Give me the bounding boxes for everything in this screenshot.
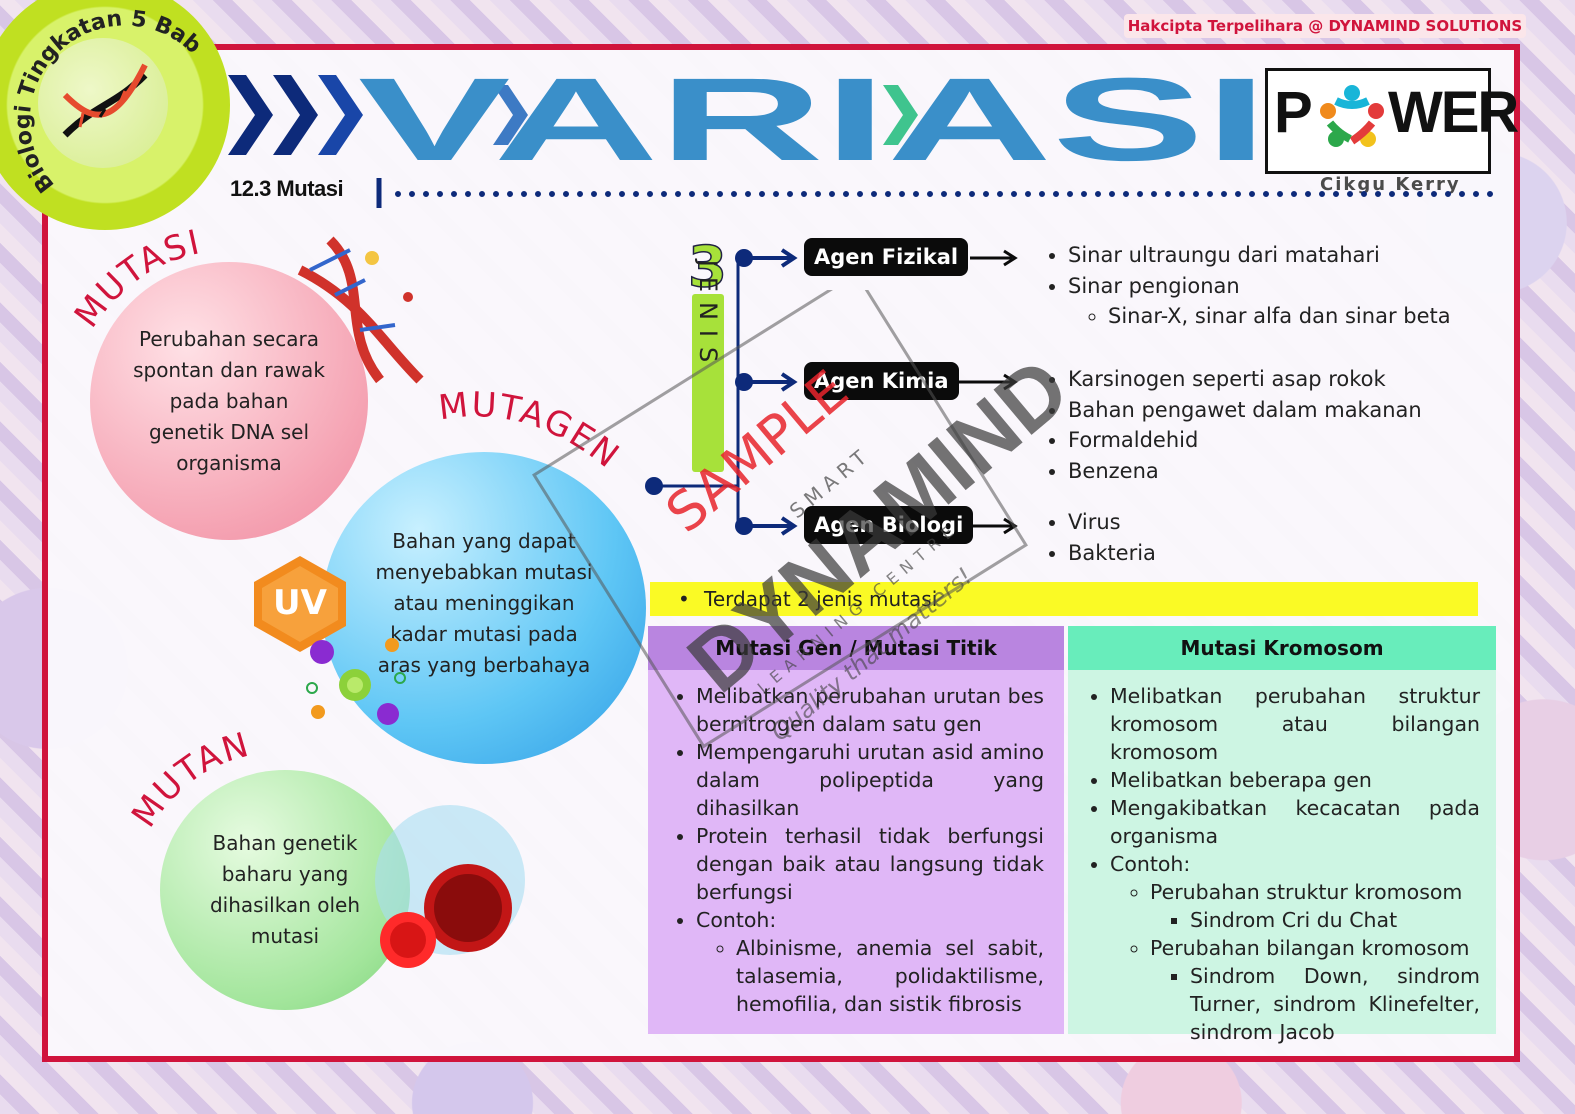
copyright-notice: Hakcipta Terpelihara @ DYNAMIND SOLUTION… <box>1124 14 1526 38</box>
mutasi-kromosom-box: Mutasi Kromosom Melibatkan perubahan str… <box>1068 626 1496 1044</box>
title-word: VARIASI <box>358 60 1268 170</box>
mutan-definition: Bahan genetik baharu yang dihasilkan ole… <box>209 831 360 948</box>
list-item: Mempengaruhi urutan asid amino dalam pol… <box>696 738 1044 822</box>
power-logo: P WER <box>1265 68 1519 174</box>
badge-text: Biologi Tingkatan 5 Bab 12 <box>0 0 212 197</box>
list-item: Sinar ultraungu dari matahari <box>1068 240 1451 271</box>
agen-fizikal-label: Agen Fizikal <box>804 238 969 276</box>
list-item: Formaldehid <box>1068 425 1422 456</box>
dotted-divider <box>376 178 1494 208</box>
section-title: 12.3 Mutasi <box>230 176 344 201</box>
list-subsubitem: Sindrom Cri du Chat <box>1190 906 1480 934</box>
dna-icon <box>62 63 148 138</box>
agen-fizikal-list: Sinar ultraungu dari matahari Sinar peng… <box>1044 240 1451 332</box>
badge-text-ring: Biologi Tingkatan 5 Bab 12 <box>0 0 212 197</box>
list-subitem: Perubahan bilangan kromosom Sindrom Down… <box>1150 934 1480 1046</box>
mutasi-gen-list: Melibatkan perubahan urutan bes bernitro… <box>648 670 1064 1018</box>
list-item: Mengakibatkan kecacatan pada organisma <box>1110 794 1480 850</box>
list-subitem: Albinisme, anemia sel sabit, talasemia, … <box>736 934 1044 1018</box>
mutagen-bubble: Bahan yang dapat menyebabkan mutasi atau… <box>322 452 646 764</box>
title-banner: VARIASI <box>228 60 1268 170</box>
list-item: Benzena <box>1068 456 1422 487</box>
mutasi-kromosom-title: Mutasi Kromosom <box>1068 626 1496 670</box>
svg-text:Biologi Tingkatan 5 Bab 12: Biologi Tingkatan 5 Bab 12 <box>0 0 212 197</box>
list-item: Bahan pengawet dalam makanan <box>1068 395 1422 426</box>
chapter-badge: Biologi Tingkatan 5 Bab 12 <box>0 0 230 230</box>
jenis-number: 3 <box>688 236 727 300</box>
list-subsubitem: Sindrom Down, sindrom Turner, sindrom Kl… <box>1190 962 1480 1046</box>
list-item: Protein terhasil tidak berfungsi dengan … <box>696 822 1044 906</box>
mutagen-definition: Bahan yang dapat menyebabkan mutasi atau… <box>375 528 593 677</box>
list-item: Bakteria <box>1068 538 1156 569</box>
list-subitem: Perubahan struktur kromosom Sindrom Cri … <box>1150 878 1480 934</box>
mutasi-bubble: Perubahan secara spontan dan rawak pada … <box>90 262 368 540</box>
people-circle-icon <box>1320 85 1384 147</box>
list-item: Karsinogen seperti asap rokok <box>1068 364 1422 395</box>
list-item: Contoh: Albinisme, anemia sel sabit, tal… <box>696 906 1044 1018</box>
mutasi-kromosom-list: Melibatkan perubahan struktur kromosom a… <box>1068 670 1496 1046</box>
logo-p: P <box>1274 80 1313 145</box>
agen-kimia-label: Agen Kimia <box>804 362 959 400</box>
logo-wer: WER <box>1388 80 1519 145</box>
agen-kimia-list: Karsinogen seperti asap rokok Bahan peng… <box>1044 364 1422 486</box>
bullet: • <box>678 587 690 611</box>
mutasi-gen-title: Mutasi Gen / Mutasi Titik <box>648 626 1064 670</box>
chevrons-icon <box>228 75 918 155</box>
list-item: Contoh: Perubahan struktur kromosom Sind… <box>1110 850 1480 1046</box>
arrows-to-lists <box>958 249 1018 535</box>
list-item: Melibatkan perubahan struktur kromosom a… <box>1110 682 1480 766</box>
list-subitem: Sinar-X, sinar alfa dan sinar beta <box>1108 301 1451 332</box>
author-credit: Cikgu Kerry <box>1320 174 1461 195</box>
list-item: Melibatkan perubahan urutan bes bernitro… <box>696 682 1044 738</box>
types-note: Terdapat 2 jenis mutasi <box>704 587 938 611</box>
list-item: Sinar pengionan Sinar-X, sinar alfa dan … <box>1068 271 1451 332</box>
agen-biologi-label: Agen Biologi <box>804 506 974 544</box>
mutasi-gen-box: Mutasi Gen / Mutasi Titik Melibatkan per… <box>648 626 1064 1034</box>
jenis-word: JENIS <box>694 258 722 373</box>
list-item: Melibatkan beberapa gen <box>1110 766 1480 794</box>
agen-biologi-list: Virus Bakteria <box>1044 507 1156 568</box>
types-note-bar: • Terdapat 2 jenis mutasi <box>650 582 1478 616</box>
mutasi-definition: Perubahan secara spontan dan rawak pada … <box>133 326 325 475</box>
mutan-bubble: Bahan genetik baharu yang dihasilkan ole… <box>160 770 410 1010</box>
list-item: Virus <box>1068 507 1156 538</box>
